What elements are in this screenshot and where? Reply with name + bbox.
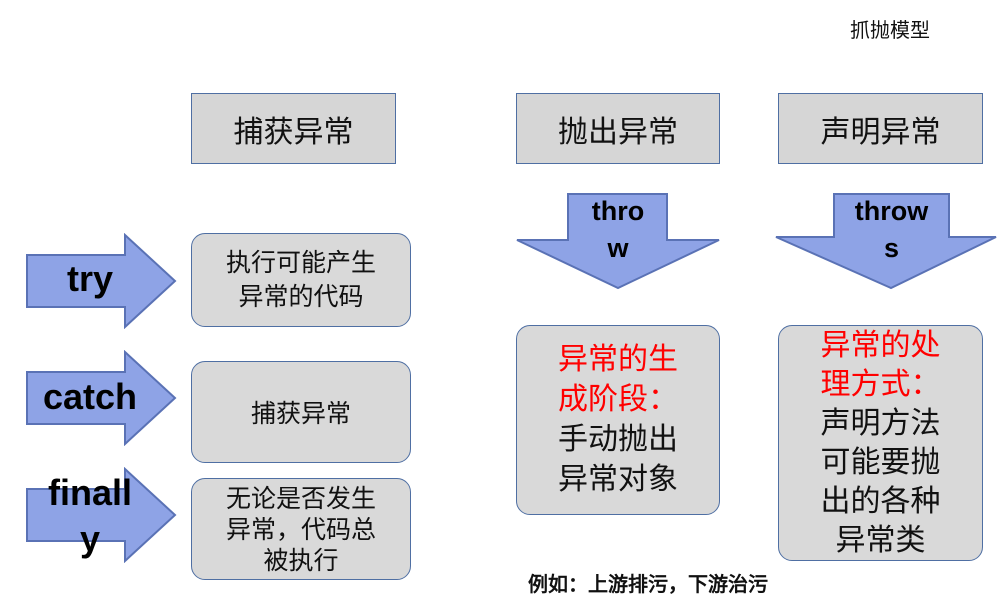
example-text: 例如：上游排污，下游治污 [528, 572, 768, 596]
catch-label: catch [42, 376, 138, 417]
throws-box-line3: 声明方法 [820, 406, 941, 441]
throws-description-box: 异常的处 理方式： 声明方法 可能要抛 出的各种 异常类 [778, 325, 983, 561]
try-label: try [66, 258, 114, 299]
throws-arrow [775, 193, 997, 290]
throw-box-line3: 手动抛出 [558, 422, 678, 457]
throws-label-line2: s [883, 233, 900, 263]
throw-exception-header: 抛出异常 [516, 93, 720, 164]
finally-arrow [26, 467, 177, 563]
throw-description-box: 异常的生 成阶段： 手动抛出 异常对象 [516, 325, 720, 515]
throws-box-line4: 可能要抛 [820, 445, 941, 480]
finally-box-line3: 被执行 [263, 545, 339, 575]
throw-box-line4: 异常对象 [558, 462, 678, 497]
throw-box-red-line1: 异常的生 [558, 342, 678, 377]
throw-label-line2: w [607, 233, 629, 263]
throws-box-line5: 出的各种 [820, 484, 941, 519]
try-box-line1: 执行可能产生 [225, 248, 376, 277]
throws-box-red-line1: 异常的处 [820, 328, 941, 363]
catch-exception-header: 捕获异常 [191, 93, 396, 164]
finally-description-box: 无论是否发生 异常，代码总 被执行 [191, 478, 411, 580]
declare-exception-header: 声明异常 [778, 93, 983, 164]
top-right-title: 抓抛模型 [850, 18, 930, 42]
finally-box-line1: 无论是否发生 [225, 483, 376, 513]
try-box-line2: 异常的代码 [238, 282, 364, 311]
throws-label-line1: throw [854, 196, 929, 226]
catch-description-box: 捕获异常 [191, 361, 411, 463]
finally-label-line2: y [79, 518, 101, 559]
try-arrow [26, 233, 177, 329]
finally-box-line2: 异常，代码总 [225, 514, 376, 544]
throws-box-line6: 异常类 [835, 523, 926, 558]
throws-box-red-line2: 理方式： [820, 367, 941, 402]
finally-label-line1: finall [47, 472, 132, 513]
throw-arrow [516, 193, 720, 290]
throw-label-line1: thro [591, 196, 645, 226]
throw-box-red-line2: 成阶段： [558, 382, 678, 417]
catch-arrow [26, 350, 177, 446]
try-description-box: 执行可能产生 异常的代码 [191, 233, 411, 327]
catch-box-text: 捕获异常 [250, 399, 351, 428]
